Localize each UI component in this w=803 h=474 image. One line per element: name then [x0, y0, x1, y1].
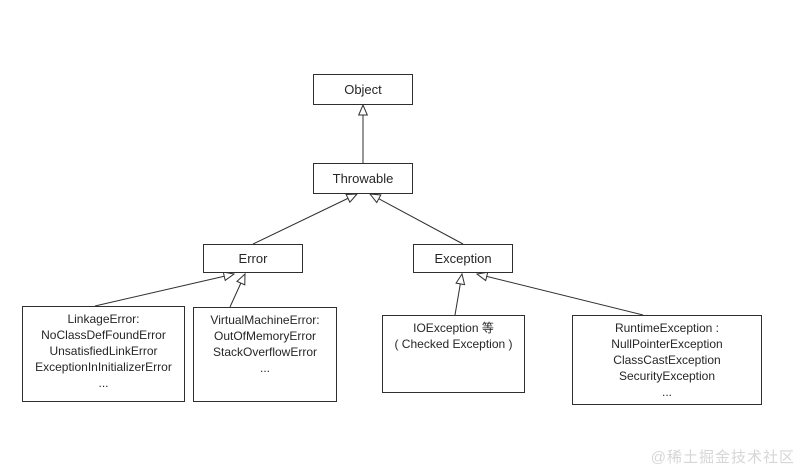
watermark-text: @稀土掘金技术社区 [650, 449, 795, 466]
node-object-label: Object [344, 82, 382, 97]
edge-linkage-to-error [94, 274, 234, 307]
node-virtual-machine-error-group: VirtualMachineError: OutOfMemoryError St… [193, 307, 337, 402]
node-text-line: IOException 等 [413, 321, 494, 335]
node-text-line: RuntimeException : [614, 321, 720, 335]
node-text-line: NoClassDefFoundError [41, 328, 166, 342]
node-text-line: ClassCastException [613, 353, 721, 367]
edge-runtime-to-exception [477, 274, 644, 316]
node-text-line: UnsatisfiedLinkError [49, 344, 158, 358]
node-error-label: Error [238, 251, 268, 266]
node-text-line: VirtualMachineError: [210, 313, 320, 327]
node-text-line: NullPointerException [611, 337, 723, 351]
node-exception: Exception [413, 244, 513, 273]
node-text-line: ... [98, 376, 109, 390]
node-text-line: LinkageError: [67, 312, 140, 326]
node-text-line: ExceptionInInitializerError [35, 360, 172, 374]
edge-exception-to-throwable [370, 194, 464, 245]
node-throwable: Throwable [313, 163, 413, 194]
node-throwable-label: Throwable [332, 171, 394, 186]
edge-io-to-exception [454, 274, 462, 316]
node-text-line: ( Checked Exception ) [394, 337, 513, 351]
node-linkage-error-group: LinkageError: NoClassDefFoundError Unsat… [22, 306, 185, 402]
node-object: Object [313, 74, 413, 105]
node-runtime-exception-group: RuntimeException : NullPointerException … [572, 315, 762, 405]
node-io-exception-group: IOException 等 ( Checked Exception ) [382, 315, 525, 393]
node-exception-label: Exception [434, 251, 492, 266]
node-text-line: ... [661, 385, 672, 399]
node-error: Error [203, 244, 303, 273]
edge-vm-to-error [229, 274, 245, 308]
node-text-line: ... [259, 361, 270, 375]
node-text-line: StackOverflowError [212, 345, 318, 359]
node-text-line: OutOfMemoryError [213, 329, 316, 343]
edge-error-to-throwable [252, 194, 357, 245]
node-text-line: SecurityException [618, 369, 716, 383]
